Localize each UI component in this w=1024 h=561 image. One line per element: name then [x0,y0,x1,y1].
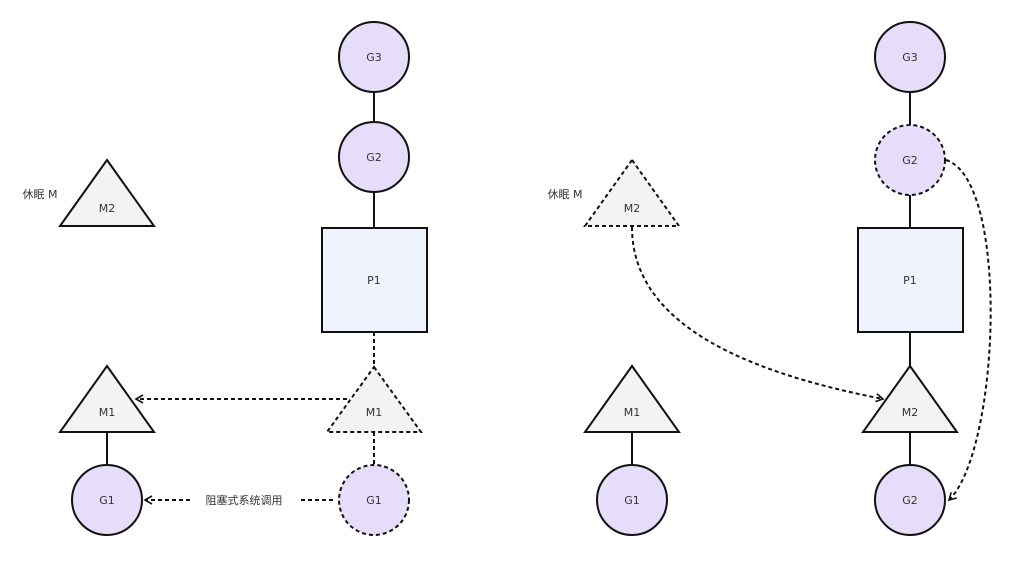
label-p1: P1 [903,274,917,287]
node-p1 [321,227,428,333]
node-g1 [596,464,668,536]
label-p1: P1 [367,274,381,287]
node-m1 [583,364,681,433]
node-g3 [874,21,946,93]
syscall-label: 阻塞式系统调用 [206,493,283,507]
label-m2: M2 [99,202,116,215]
node-m1-dashed [325,365,423,433]
label-m1: M1 [99,406,116,419]
node-g1 [71,464,143,536]
label-g3: G3 [366,51,382,64]
label-g1: G1 [624,494,640,507]
node-p1 [857,227,964,333]
arrow-m2-wake [631,226,885,403]
label-g1-dashed: G1 [366,494,382,507]
label-g3: G3 [902,51,918,64]
right-panel: G3 G2 P1 M2 G2 M1 G1 M2 休眠 M [548,21,992,536]
label-g2: G2 [366,151,382,164]
left-panel: G3 G2 P1 M1 G1 M1 G1 M2 休眠 M 阻塞式系统调用 [23,21,428,536]
label-m2: M2 [902,406,919,419]
node-m1 [58,364,156,433]
label-m1: M1 [624,406,641,419]
node-g2 [874,464,946,536]
node-g3 [338,21,410,93]
label-g2: G2 [902,494,918,507]
label-g2-dashed: G2 [902,154,918,167]
node-m2 [58,158,156,227]
label-g1: G1 [99,494,115,507]
node-m2-dashed [583,158,681,227]
label-m2-dashed: M2 [624,202,641,215]
arrow-g2-move [945,159,992,502]
node-g2 [338,121,410,193]
idle-m-label: 休眠 M [23,188,58,201]
label-m1-dashed: M1 [366,406,383,419]
idle-m-label: 休眠 M [548,188,583,201]
node-g2-dashed [874,124,946,196]
node-m2 [861,364,959,433]
node-g1-dashed [338,464,410,536]
